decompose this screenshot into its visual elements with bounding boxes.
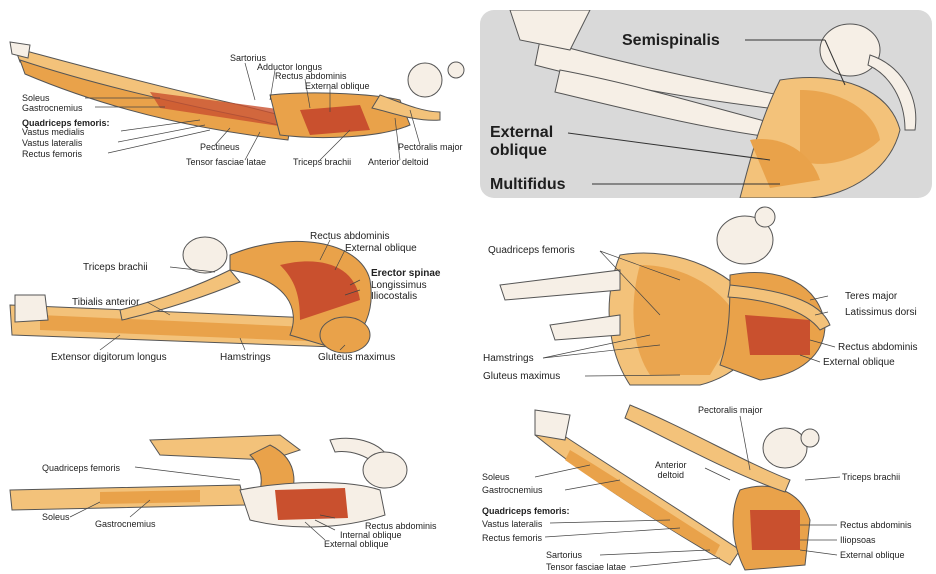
label-multifidus: Multifidus (490, 176, 566, 194)
label-gastrocnemius: Gastrocnemius (95, 519, 156, 529)
label-pectoralis-major: Pectoralis major (698, 405, 763, 415)
label-vastus-lateralis: Vastus lateralis (482, 519, 542, 529)
label-teres-major: Teres major (845, 291, 897, 303)
label-anterior-deltoid: Anterior deltoid (368, 157, 429, 167)
panel-teaser: Pectoralis major Anterior deltoid Soleus… (480, 400, 936, 574)
label-latissimus-dorsi: Latissimus dorsi (845, 307, 917, 319)
label-quadriceps-femoris: Quadriceps femoris: (482, 506, 570, 516)
label-soleus: Soleus (482, 472, 510, 482)
label-external-oblique: External oblique (490, 124, 553, 160)
label-tensor-fasciae-latae: Tensor fasciae latae (186, 157, 266, 167)
label-triceps-brachii: Triceps brachii (293, 157, 351, 167)
label-gastrocnemius: Gastrocnemius (482, 485, 543, 495)
label-gastrocnemius: Gastrocnemius (22, 103, 83, 113)
label-external-oblique: External oblique (345, 243, 417, 255)
label-hamstrings: Hamstrings (220, 352, 271, 364)
label-hamstrings: Hamstrings (483, 353, 534, 365)
label-rectus-abdominis: Rectus abdominis (838, 342, 917, 354)
panel-single-leg-stretch: Quadriceps femoris Soleus Gastrocnemius … (0, 420, 470, 574)
label-rectus-abdominis: Rectus abdominis (840, 520, 912, 530)
label-vastus-medialis: Vastus medialis (22, 127, 84, 137)
label-soleus: Soleus (42, 512, 70, 522)
label-triceps-brachii: Triceps brachii (83, 262, 148, 274)
label-tensor-fasciae-latae: Tensor fasciae latae (546, 562, 626, 572)
label-sartorius: Sartorius (546, 550, 582, 560)
label-pectoralis-major: Pectoralis major (398, 142, 463, 152)
label-external-oblique: External oblique (305, 81, 370, 91)
label-tibialis-anterior: Tibialis anterior (72, 297, 139, 309)
label-rectus-femoris: Rectus femoris (482, 533, 542, 543)
label-external-oblique: External oblique (324, 539, 389, 549)
label-rectus-femoris: Rectus femoris (22, 149, 82, 159)
label-rectus-abdominis: Rectus abdominis (310, 231, 389, 243)
label-gluteus-maximus: Gluteus maximus (483, 371, 560, 383)
label-erector-spinae: Erector spinae (371, 268, 440, 280)
label-gluteus-maximus: Gluteus maximus (318, 352, 395, 364)
label-external-oblique: External oblique (840, 550, 905, 560)
panel-v-sit-front: Sartorius Adductor longus Rectus abdomin… (0, 0, 470, 200)
label-semispinalis: Semispinalis (622, 32, 720, 50)
panel-back-closeup: Semispinalis External oblique Multifidus (480, 10, 932, 198)
label-external-oblique: External oblique (823, 357, 895, 369)
label-quadriceps-femoris: Quadriceps femoris (42, 463, 120, 473)
label-pectineus: Pectineus (200, 142, 240, 152)
label-vastus-lateralis: Vastus lateralis (22, 138, 82, 148)
figure-illustration (480, 400, 936, 574)
figure-illustration (0, 420, 470, 574)
label-extensor-digitorum-longus: Extensor digitorum longus (51, 352, 167, 364)
panel-rolling-ball: Quadriceps femoris Teres major Latissimu… (480, 205, 936, 390)
label-triceps-brachii: Triceps brachii (842, 472, 900, 482)
label-rectus-abdominis: Rectus abdominis (275, 71, 347, 81)
label-quadriceps-femoris: Quadriceps femoris (488, 245, 575, 257)
panel-spine-stretch: Rectus abdominis External oblique Erecto… (0, 210, 470, 380)
label-soleus: Soleus (22, 93, 50, 103)
label-iliopsoas: Iliopsoas (840, 535, 876, 545)
label-iliocostalis: Iliocostalis (371, 291, 417, 303)
label-anterior-deltoid: Anterior deltoid (655, 460, 687, 480)
figure-illustration (0, 0, 470, 200)
